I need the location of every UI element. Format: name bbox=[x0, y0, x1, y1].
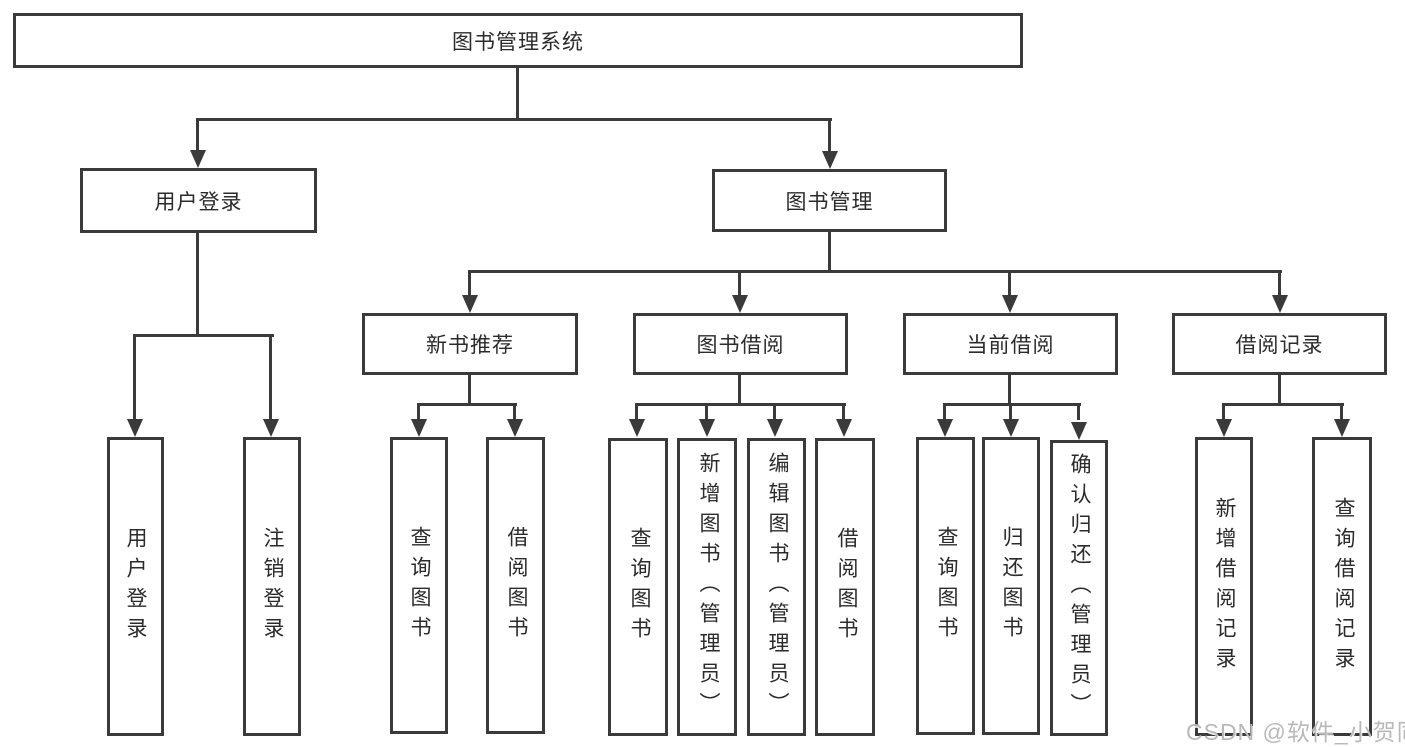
node-label: 图书管理 bbox=[785, 190, 874, 214]
connector-shaft bbox=[842, 403, 845, 420]
arrow-down-icon bbox=[699, 419, 715, 437]
arrow-down-icon bbox=[1216, 419, 1232, 437]
node-current-borrow: 当前借阅 bbox=[903, 313, 1118, 375]
arrow-down-icon bbox=[263, 419, 279, 437]
connector-shaft bbox=[1008, 270, 1011, 296]
leaf-add-borrow-record: 新增借阅记录 bbox=[1195, 437, 1253, 736]
leaf-confirm-return-admin: 确认归还（管理员） bbox=[1050, 440, 1108, 736]
arrow-down-icon bbox=[1272, 295, 1288, 313]
connector-root-stem bbox=[516, 68, 519, 120]
arrow-down-icon bbox=[507, 419, 523, 437]
arrow-down-icon bbox=[629, 419, 645, 437]
leaf-query-books: 查询图书 bbox=[916, 437, 975, 735]
connector-shaft bbox=[196, 118, 199, 151]
node-label: 当前借阅 bbox=[966, 334, 1055, 357]
connector-shaft bbox=[738, 270, 741, 296]
connector-shaft bbox=[133, 334, 136, 420]
node-label: 图书借阅 bbox=[696, 334, 785, 357]
node-label: 借阅记录 bbox=[1235, 334, 1324, 357]
node-label: 用户登录 bbox=[154, 190, 243, 214]
arrow-down-icon bbox=[822, 151, 838, 169]
connector-user-login-stem bbox=[196, 233, 199, 337]
connector-shaft bbox=[828, 118, 831, 152]
leaf-user-login: 用户登录 bbox=[107, 437, 164, 736]
leaf-edit-books-admin: 编辑图书（管理员） bbox=[747, 438, 806, 736]
connector-split bbox=[943, 403, 1081, 406]
connector-stem bbox=[1008, 375, 1011, 405]
connector-shaft bbox=[705, 403, 708, 420]
arrow-down-icon bbox=[462, 295, 478, 313]
leaf-query-books: 查询图书 bbox=[390, 437, 448, 734]
arrow-down-icon bbox=[937, 419, 953, 437]
node-borrow-records: 借阅记录 bbox=[1172, 313, 1387, 375]
connector-shaft bbox=[1278, 270, 1281, 296]
connector-shaft bbox=[513, 403, 516, 420]
leaf-return-books: 归还图书 bbox=[982, 437, 1040, 735]
leaf-borrow-books: 借阅图书 bbox=[486, 437, 545, 734]
connector-book-mgmt-stem bbox=[828, 232, 831, 272]
node-book-borrow: 图书借阅 bbox=[633, 313, 848, 375]
leaf-query-borrow-record: 查询借阅记录 bbox=[1312, 437, 1372, 736]
connector-level2-split bbox=[196, 118, 832, 121]
leaf-logout: 注销登录 bbox=[243, 437, 301, 736]
node-user-login: 用户登录 bbox=[80, 168, 317, 233]
leaf-add-books-admin: 新增图书（管理员） bbox=[677, 438, 737, 736]
connector-shaft bbox=[635, 403, 638, 420]
connector-shaft bbox=[468, 270, 471, 296]
arrow-down-icon bbox=[1002, 295, 1018, 313]
connector-user-login-split bbox=[133, 334, 274, 337]
arrow-down-icon bbox=[1334, 419, 1350, 437]
arrow-down-icon bbox=[127, 419, 143, 437]
connector-stem bbox=[1278, 375, 1281, 405]
node-label: 新书推荐 bbox=[426, 334, 514, 357]
arrow-down-icon bbox=[767, 419, 783, 437]
leaf-query-books: 查询图书 bbox=[608, 438, 668, 736]
connector-stem bbox=[738, 375, 741, 405]
connector-split bbox=[417, 403, 517, 406]
connector-shaft bbox=[417, 403, 420, 420]
node-new-book-recommend: 新书推荐 bbox=[362, 313, 578, 375]
connector-level3-split bbox=[468, 270, 1282, 273]
arrow-down-icon bbox=[836, 419, 852, 437]
connector-shaft bbox=[1009, 403, 1012, 420]
csdn-watermark: CSDN @软件_小贺同学 bbox=[1186, 719, 1405, 745]
connector-shaft bbox=[773, 403, 776, 420]
arrow-down-icon bbox=[190, 150, 206, 168]
connector-shaft bbox=[943, 403, 946, 420]
arrow-down-icon bbox=[732, 295, 748, 313]
connector-shaft bbox=[1340, 403, 1343, 420]
node-label: 图书管理系统 bbox=[452, 30, 584, 54]
connector-stem bbox=[468, 375, 471, 405]
connector-shaft bbox=[1077, 403, 1080, 420]
leaf-borrow-books: 借阅图书 bbox=[815, 438, 875, 736]
connector-split bbox=[1222, 403, 1344, 406]
connector-split bbox=[635, 403, 846, 406]
arrow-down-icon bbox=[1071, 422, 1087, 440]
arrow-down-icon bbox=[411, 419, 427, 437]
node-book-management: 图书管理 bbox=[712, 169, 947, 232]
node-root-library-system: 图书管理系统 bbox=[13, 13, 1023, 68]
arrow-down-icon bbox=[1003, 419, 1019, 437]
connector-shaft bbox=[1222, 403, 1225, 420]
connector-shaft bbox=[269, 334, 272, 420]
